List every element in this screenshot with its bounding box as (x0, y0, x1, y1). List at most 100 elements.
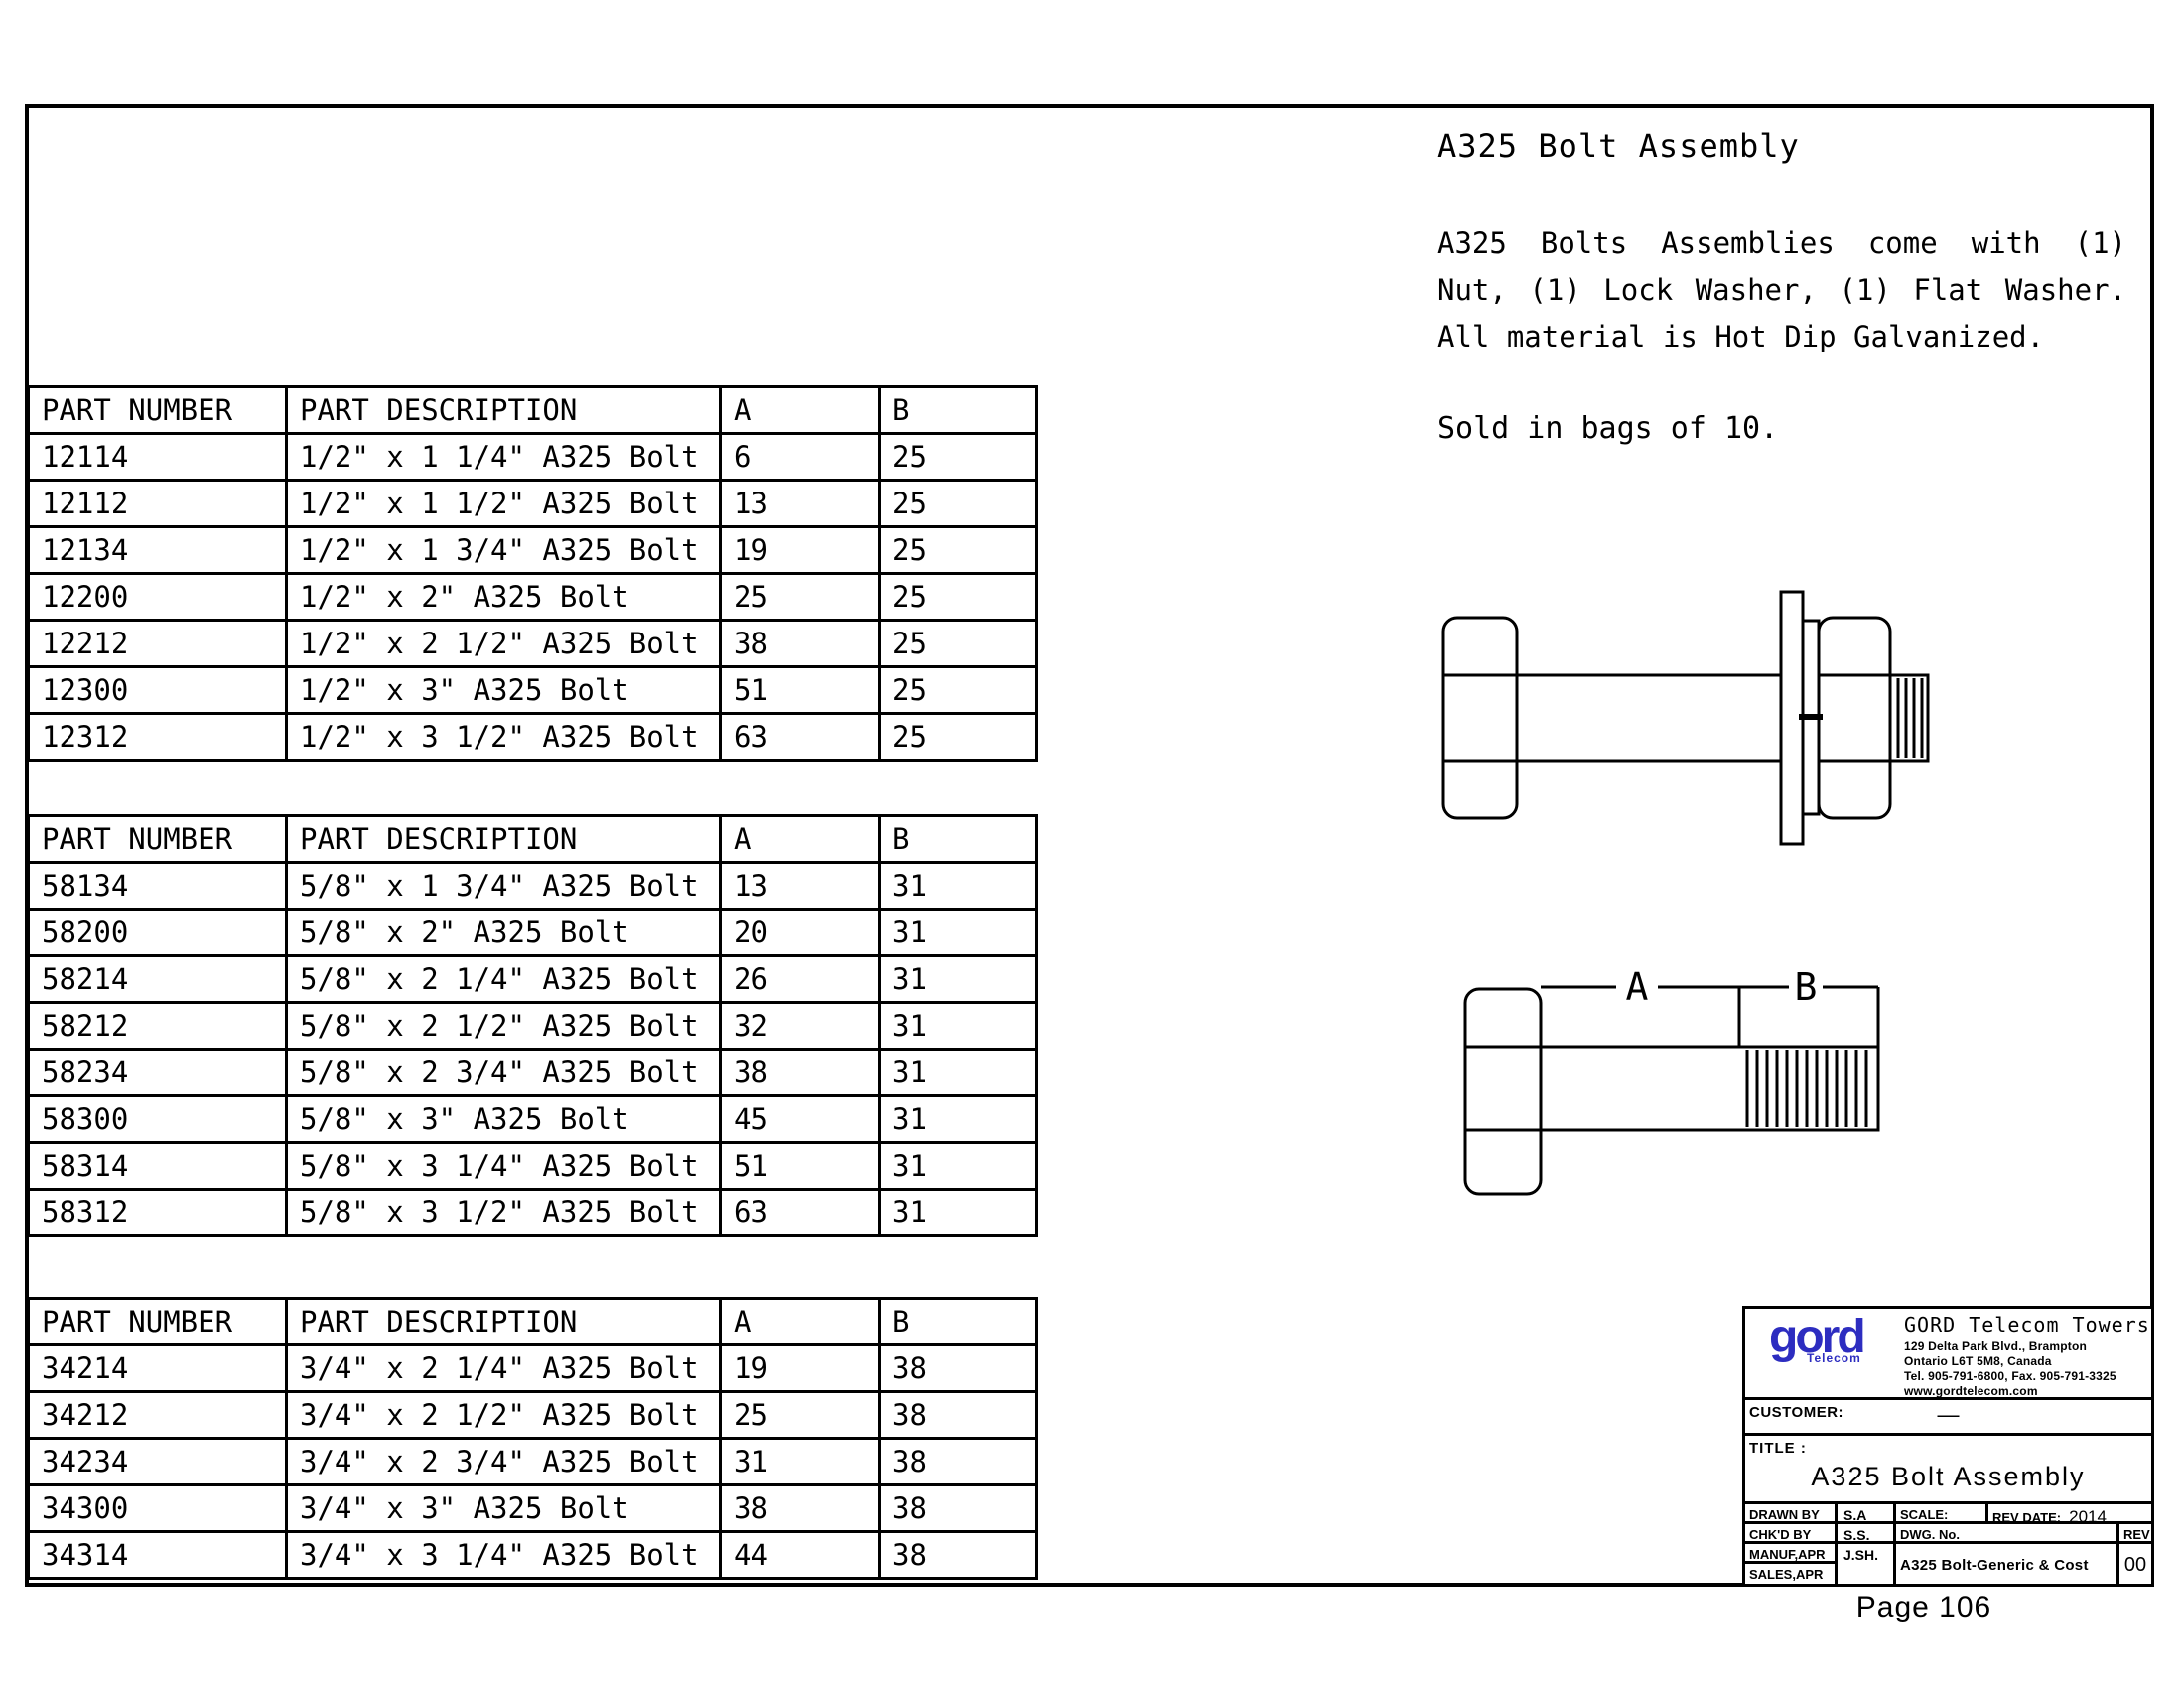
manuf-apr-value: J.SH. (1838, 1544, 1896, 1584)
part-description-cell: 3/4" x 3" A325 Bolt (285, 1483, 722, 1533)
part-number-cell: 12134 (27, 525, 288, 575)
part-description-cell: 5/8" x 1 3/4" A325 Bolt (285, 861, 722, 911)
rev-label: REV (2119, 1524, 2151, 1544)
title-block-logo-row: gord Telecom GORD Telecom Towers 129 Del… (1745, 1309, 2151, 1398)
part-description-cell: 5/8" x 2 3/4" A325 Bolt (285, 1048, 722, 1097)
part-description-cell: 1/2" x 2" A325 Bolt (285, 572, 722, 622)
part-description-cell: 1/2" x 1 1/2" A325 Bolt (285, 479, 722, 528)
column-header: PART NUMBER (27, 814, 288, 864)
part-number-cell: 12312 (27, 712, 288, 762)
column-header: B (878, 1297, 1038, 1346)
part-number-cell: 34212 (27, 1390, 288, 1440)
part-number-cell: 12114 (27, 432, 288, 482)
column-header: A (719, 1297, 881, 1346)
company-website: www.gordtelecom.com (1904, 1384, 2038, 1398)
part-description-cell: 1/2" x 3 1/2" A325 Bolt (285, 712, 722, 762)
column-header: PART DESCRIPTION (285, 814, 722, 864)
dim-a-cell: 13 (719, 861, 881, 911)
rev-value: 00 (2123, 1554, 2147, 1576)
dim-a-cell: 31 (719, 1437, 881, 1486)
logo-wordmark: gord (1769, 1311, 1866, 1363)
dim-a-cell: 13 (719, 479, 881, 528)
dim-b-cell: 31 (878, 1048, 1038, 1097)
bolt-dimension-drawing: A B (1430, 965, 1906, 1231)
drawn-by-value: S.A (1838, 1504, 1896, 1524)
dim-a-cell: 19 (719, 525, 881, 575)
part-number-cell: 34234 (27, 1437, 288, 1486)
part-description-cell: 3/4" x 3 1/4" A325 Bolt (285, 1530, 722, 1580)
title-block: gord Telecom GORD Telecom Towers 129 Del… (1742, 1306, 2154, 1587)
customer-label: CUSTOMER: (1749, 1404, 1844, 1421)
dim-b-cell: 31 (878, 1094, 1038, 1144)
dim-a-cell: 19 (719, 1343, 881, 1393)
part-description-cell: 5/8" x 2 1/4" A325 Bolt (285, 954, 722, 1004)
dim-a-cell: 51 (719, 665, 881, 715)
thread-hatch (1747, 1050, 1866, 1127)
part-number-cell: 58214 (27, 954, 288, 1004)
part-description-cell: 1/2" x 3" A325 Bolt (285, 665, 722, 715)
dimension-label-b: B (1795, 965, 1818, 1009)
dim-b-cell: 38 (878, 1343, 1038, 1393)
dim-a-cell: 63 (719, 712, 881, 762)
rev-date-value: 2014 (2069, 1507, 2107, 1524)
part-description-cell: 1/2" x 2 1/2" A325 Bolt (285, 619, 722, 668)
page-title: A325 Bolt Assembly (1437, 127, 1800, 165)
dim-b-cell: 38 (878, 1437, 1038, 1486)
dim-b-cell: 25 (878, 619, 1038, 668)
thread-hatch (1898, 678, 1922, 758)
dwg-no-label: DWG. No. (1896, 1524, 2119, 1544)
part-number-cell: 58134 (27, 861, 288, 911)
sales-apr-label: SALES,APR (1745, 1564, 1838, 1584)
part-description-cell: 5/8" x 2 1/2" A325 Bolt (285, 1001, 722, 1051)
company-phone-line: Tel. 905-791-6800, Fax. 905-791-3325 (1904, 1369, 2116, 1383)
dim-b-cell: 25 (878, 665, 1038, 715)
dim-a-cell: 44 (719, 1530, 881, 1580)
dim-a-cell: 25 (719, 572, 881, 622)
dwg-name: A325 Bolt-Generic & Cost (1896, 1544, 2119, 1584)
column-header: A (719, 385, 881, 435)
chkd-by-value: S.S. (1838, 1524, 1896, 1544)
dim-b-cell: 25 (878, 479, 1038, 528)
scale-label: SCALE: (1896, 1504, 1988, 1524)
bolt-shaft (1517, 675, 1781, 761)
part-description-cell: 5/8" x 3 1/2" A325 Bolt (285, 1188, 722, 1237)
part-number-cell: 58312 (27, 1188, 288, 1237)
part-description-cell: 5/8" x 2" A325 Bolt (285, 908, 722, 957)
rev-date-cell: REV DATE: 2014 (1988, 1504, 2151, 1524)
dim-a-cell: 38 (719, 1048, 881, 1097)
dim-a-cell: 63 (719, 1188, 881, 1237)
part-description-cell: 3/4" x 2 3/4" A325 Bolt (285, 1437, 722, 1486)
part-number-cell: 58200 (27, 908, 288, 957)
part-number-cell: 58300 (27, 1094, 288, 1144)
dim-b-cell: 25 (878, 432, 1038, 482)
gord-telecom-logo: gord Telecom (1769, 1311, 1898, 1366)
dim-b-cell: 38 (878, 1483, 1038, 1533)
bolt-assembly-drawing (1430, 566, 1956, 864)
rev-date-label: REV DATE: (1992, 1510, 2062, 1524)
part-number-cell: 58212 (27, 1001, 288, 1051)
column-header: PART NUMBER (27, 385, 288, 435)
part-number-cell: 34300 (27, 1483, 288, 1533)
dim-a-cell: 32 (719, 1001, 881, 1051)
hex-head (1465, 989, 1541, 1194)
column-header: PART DESCRIPTION (285, 1297, 722, 1346)
